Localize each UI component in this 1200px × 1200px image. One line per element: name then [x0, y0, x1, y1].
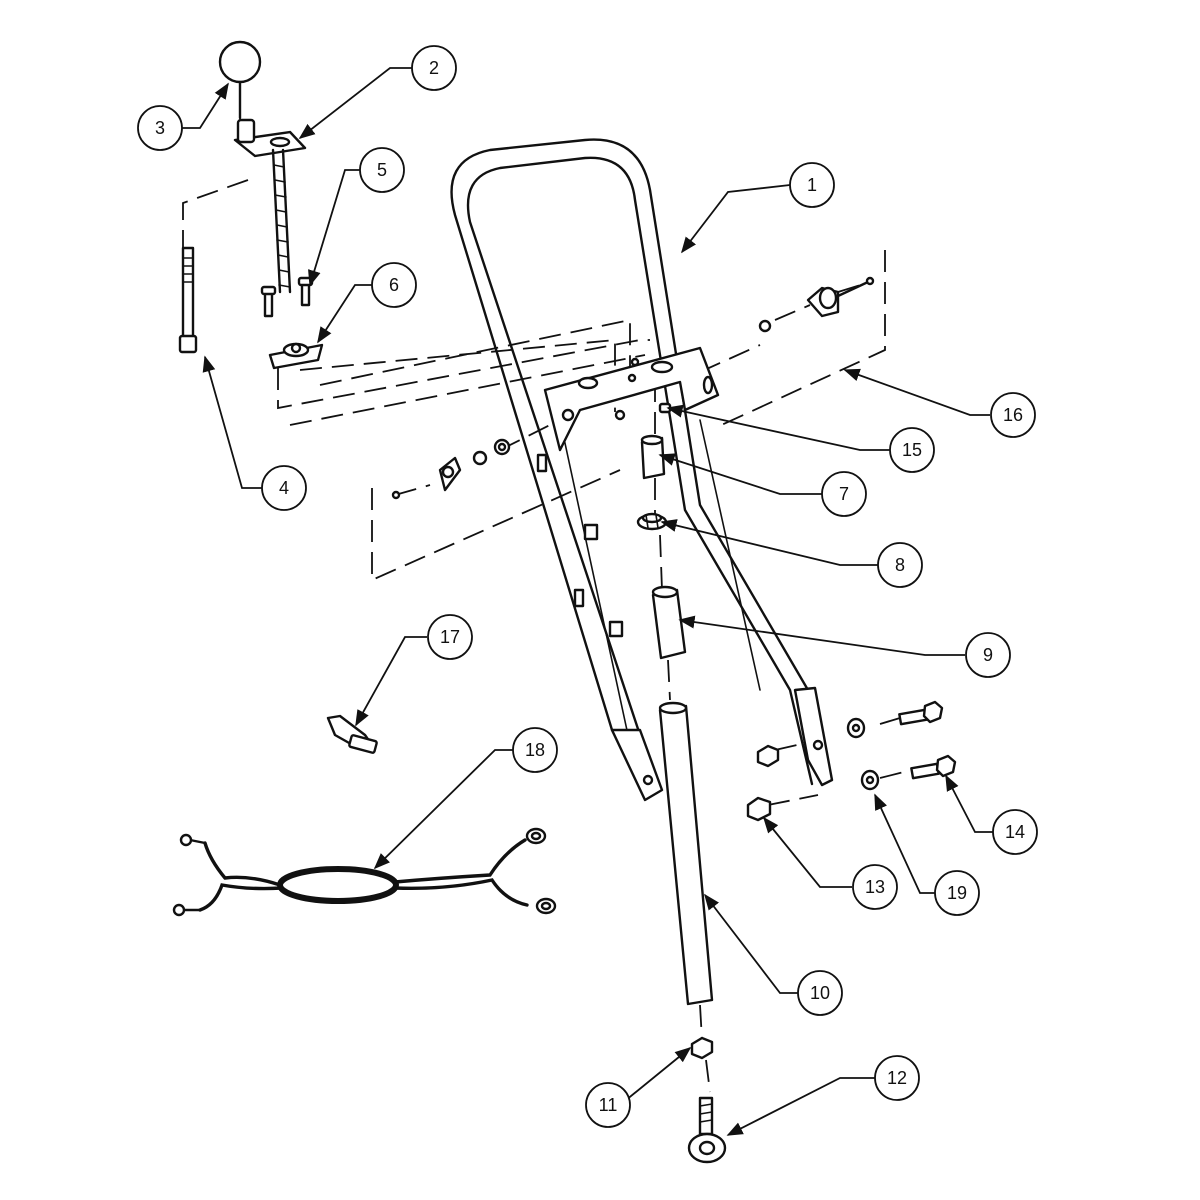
callout-label: 13	[865, 877, 885, 897]
eye-bolt	[687, 1096, 727, 1164]
callout-2: 2	[411, 45, 457, 91]
callout-label: 19	[947, 883, 967, 903]
callout-label: 4	[279, 478, 289, 498]
mounting-bracket	[543, 346, 720, 452]
wire-harness	[172, 827, 557, 917]
small-screws	[260, 276, 314, 318]
callout-label: 8	[895, 555, 905, 575]
callout-label: 3	[155, 118, 165, 138]
callout-label: 18	[525, 740, 545, 760]
callout-label: 9	[983, 645, 993, 665]
callout-16: 16	[990, 392, 1036, 438]
base-plate	[268, 342, 324, 370]
callout-7: 7	[821, 471, 867, 517]
wing-knob-assembly	[391, 409, 626, 500]
callout-label: 12	[887, 1068, 907, 1088]
assembly-dashed-lines	[182, 179, 913, 1093]
callout-label: 14	[1005, 822, 1025, 842]
callout-14: 14	[992, 809, 1038, 855]
callout-18: 18	[512, 727, 558, 773]
callout-15: 15	[889, 427, 935, 473]
wire-clip	[326, 714, 378, 754]
coupling	[640, 434, 666, 480]
callout-label: 10	[810, 983, 830, 1003]
callout-12: 12	[874, 1055, 920, 1101]
spring-knob-assembly	[758, 276, 875, 333]
hex-nut	[690, 1036, 714, 1060]
callout-3: 3	[137, 105, 183, 151]
hose-clamp	[636, 512, 668, 531]
sleeve-tube	[651, 585, 687, 660]
callout-5: 5	[359, 147, 405, 193]
knob-ball	[218, 40, 262, 120]
callout-11: 11	[585, 1082, 631, 1128]
long-tube	[658, 701, 714, 1006]
callout-4: 4	[261, 465, 307, 511]
callout-19: 19	[934, 870, 980, 916]
callout-9: 9	[965, 632, 1011, 678]
callout-label: 5	[377, 160, 387, 180]
callout-1: 1	[789, 162, 835, 208]
threaded-rod-plate	[233, 118, 307, 294]
callout-label: 1	[807, 175, 817, 195]
callout-label: 2	[429, 58, 439, 78]
callout-10: 10	[797, 970, 843, 1016]
handle-frame	[450, 138, 834, 802]
callout-8: 8	[877, 542, 923, 588]
callout-label: 15	[902, 440, 922, 460]
callout-label: 16	[1003, 405, 1023, 425]
long-bolt	[178, 246, 198, 354]
leader-lines	[182, 67, 993, 1136]
callout-13: 13	[852, 864, 898, 910]
callout-6: 6	[371, 262, 417, 308]
callout-label: 17	[440, 627, 460, 647]
lower-fasteners	[746, 700, 957, 822]
callout-label: 11	[599, 1095, 618, 1115]
callout-label: 6	[389, 275, 399, 295]
callout-17: 17	[427, 614, 473, 660]
callout-label: 7	[839, 484, 849, 504]
